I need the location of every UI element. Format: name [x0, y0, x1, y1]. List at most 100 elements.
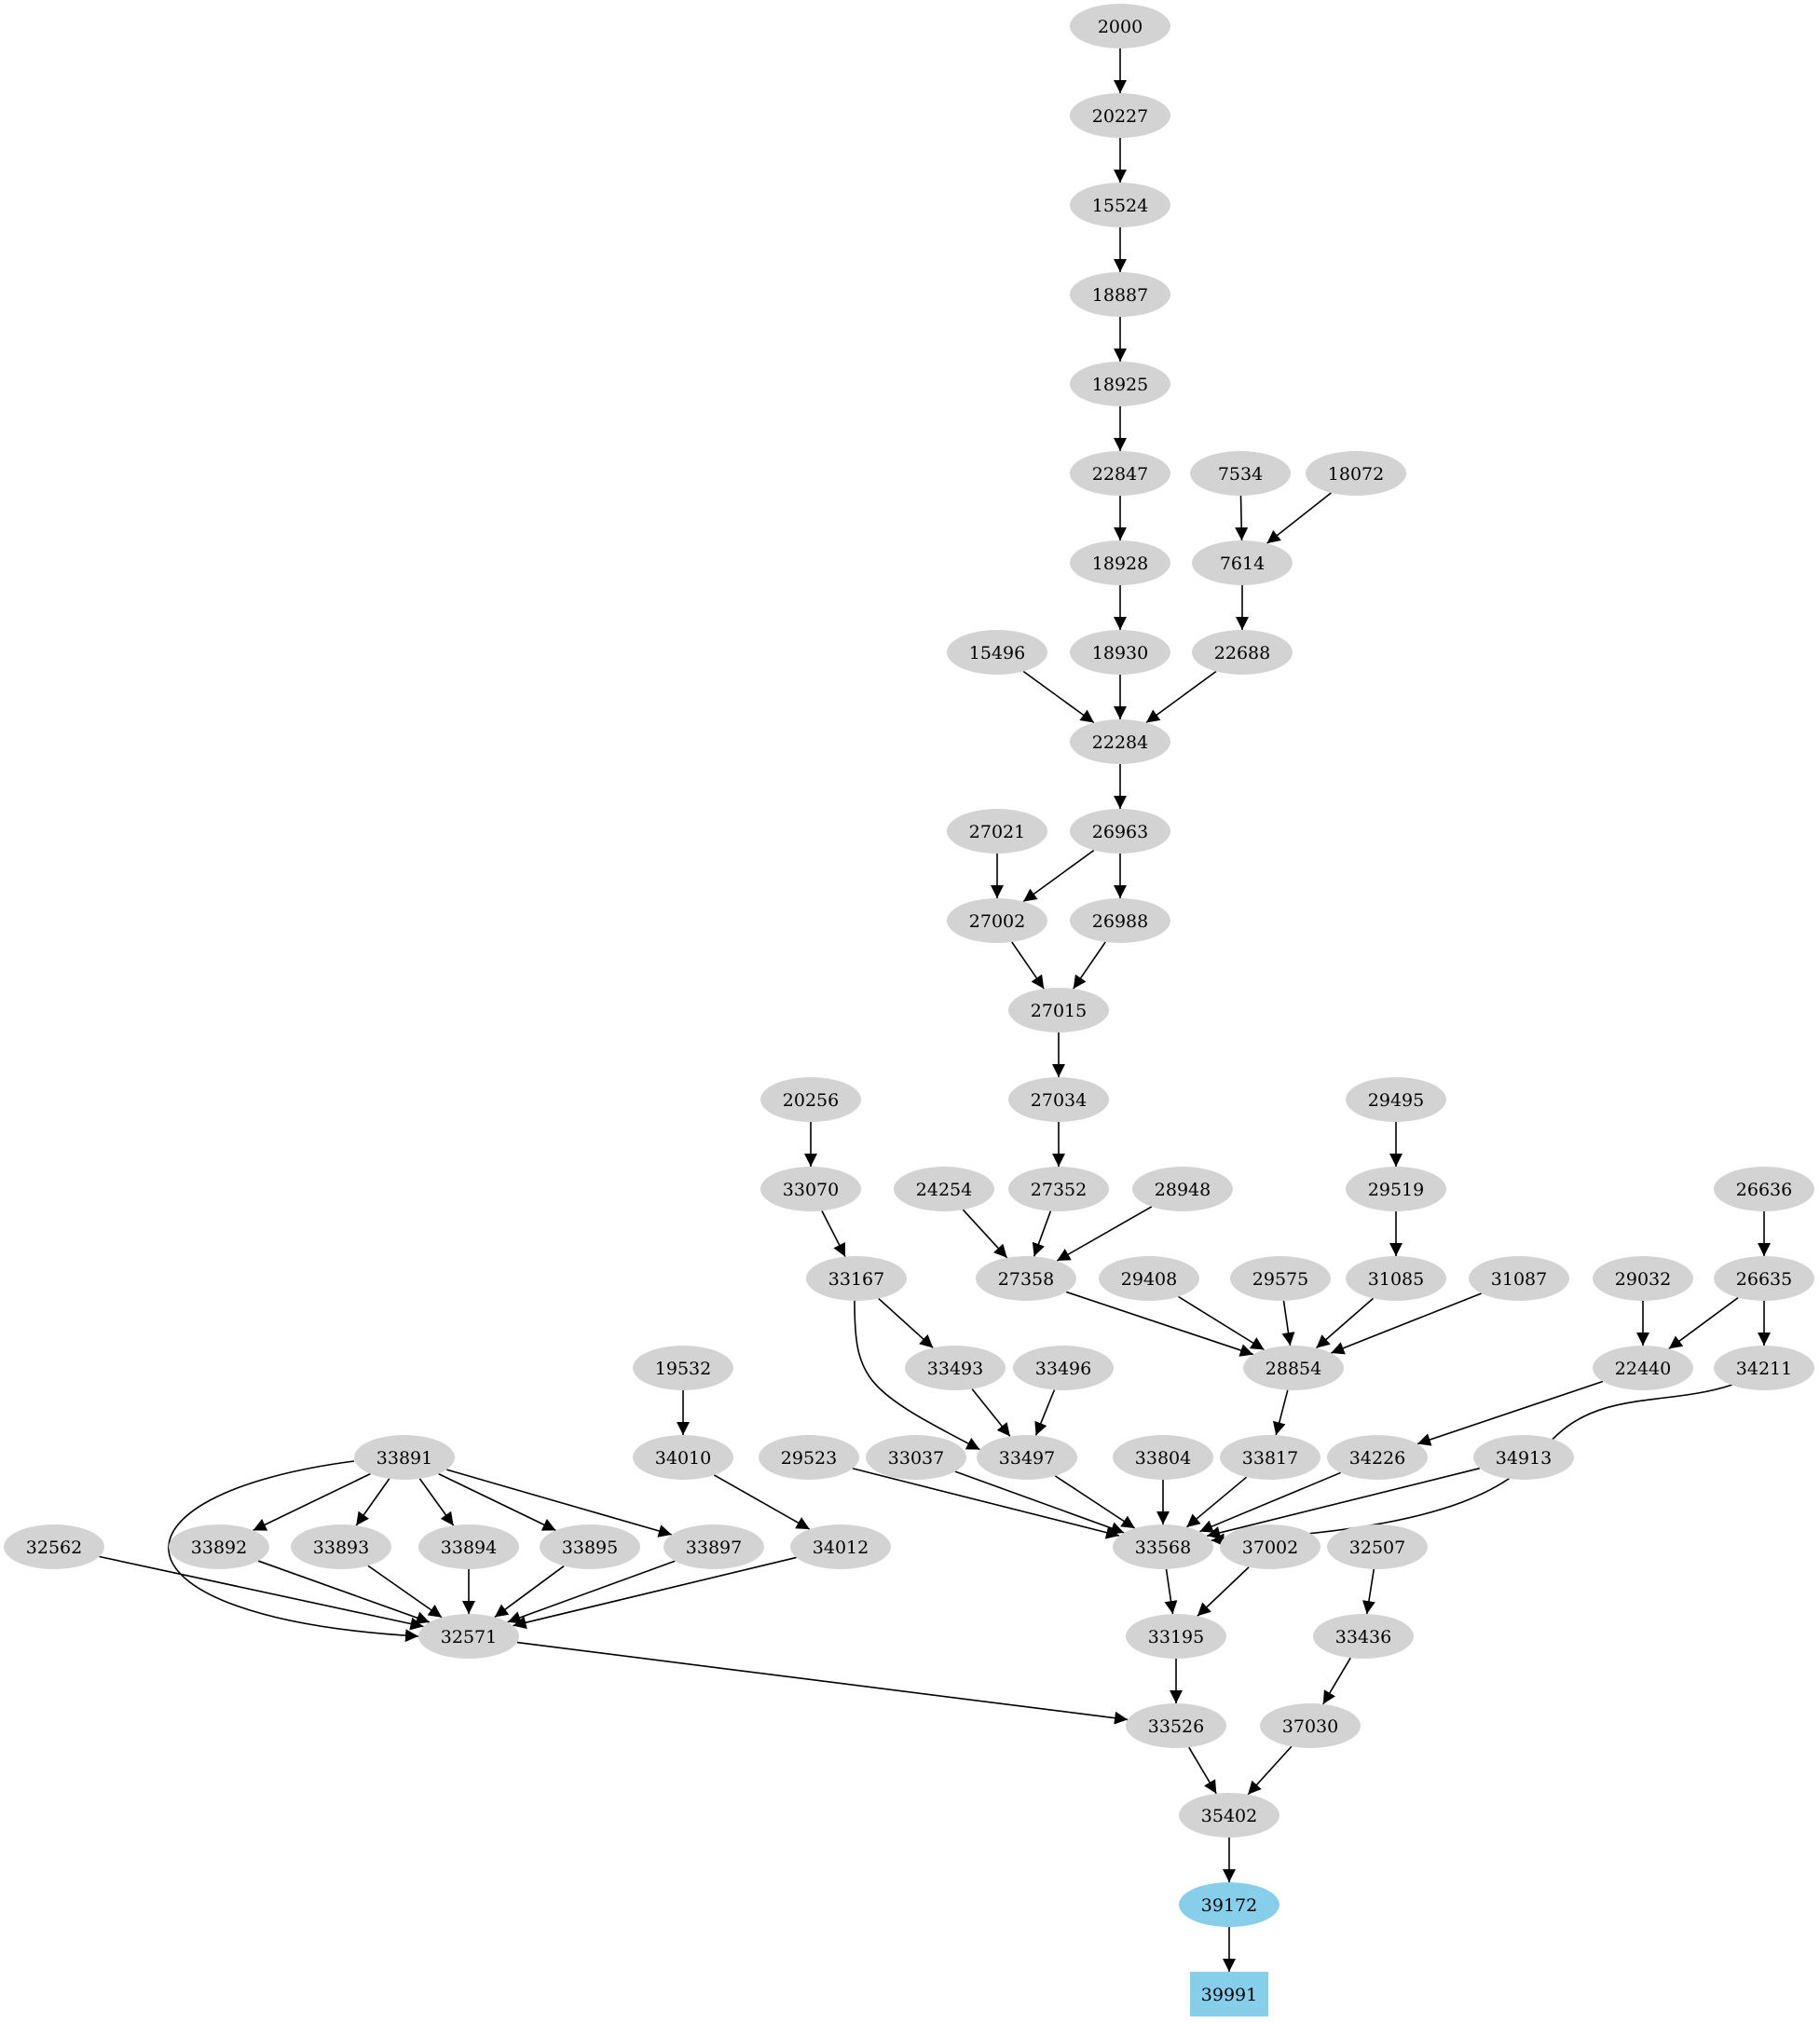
ellipse-node-shape — [4, 1524, 104, 1569]
ellipse-node-shape — [1070, 540, 1170, 585]
node-33893[interactable]: 33893 — [291, 1524, 391, 1569]
node-34913[interactable]: 34913 — [1473, 1435, 1574, 1480]
node-27034[interactable]: 27034 — [1008, 1077, 1109, 1122]
node-29495[interactable]: 29495 — [1346, 1077, 1446, 1122]
node-32562[interactable]: 32562 — [4, 1524, 104, 1569]
node-label: 29519 — [1368, 1180, 1424, 1200]
node-7534[interactable]: 7534 — [1190, 451, 1291, 496]
node-33037[interactable]: 33037 — [866, 1435, 966, 1480]
node-37002[interactable]: 37002 — [1220, 1524, 1321, 1569]
node-7614[interactable]: 7614 — [1192, 540, 1293, 585]
node-26963[interactable]: 26963 — [1070, 809, 1170, 854]
node-33804[interactable]: 33804 — [1113, 1435, 1213, 1480]
node-33891[interactable]: 33891 — [354, 1435, 455, 1480]
node-33070[interactable]: 33070 — [760, 1167, 861, 1211]
edge-32562-to-32571 — [99, 1555, 424, 1631]
ellipse-node-shape — [1008, 988, 1109, 1032]
node-27002[interactable]: 27002 — [947, 898, 1047, 943]
edge-33070-to-33167 — [821, 1210, 846, 1257]
node-33892[interactable]: 33892 — [169, 1524, 269, 1569]
node-2000[interactable]: 2000 — [1070, 4, 1170, 48]
node-20256[interactable]: 20256 — [760, 1077, 861, 1122]
node-29523[interactable]: 29523 — [759, 1435, 859, 1480]
node-label: 33496 — [1035, 1359, 1091, 1379]
node-37030[interactable]: 37030 — [1260, 1703, 1361, 1748]
node-15524[interactable]: 15524 — [1070, 183, 1170, 227]
node-20227[interactable]: 20227 — [1070, 93, 1170, 138]
node-29032[interactable]: 29032 — [1593, 1256, 1693, 1301]
edge-26963-to-27002 — [1022, 849, 1095, 903]
node-29575[interactable]: 29575 — [1230, 1256, 1331, 1301]
node-31085[interactable]: 31085 — [1346, 1256, 1446, 1301]
node-33167[interactable]: 33167 — [806, 1256, 907, 1301]
node-33817[interactable]: 33817 — [1220, 1435, 1321, 1480]
node-26635[interactable]: 26635 — [1714, 1256, 1814, 1301]
node-22440[interactable]: 22440 — [1593, 1346, 1693, 1390]
node-label: 22440 — [1615, 1359, 1671, 1379]
node-39172[interactable]: 39172 — [1179, 1882, 1279, 1927]
node-label: 29032 — [1615, 1269, 1671, 1290]
node-label: 27021 — [969, 822, 1025, 842]
node-33496[interactable]: 33496 — [1013, 1346, 1114, 1390]
node-33894[interactable]: 33894 — [418, 1524, 519, 1569]
node-27015[interactable]: 27015 — [1008, 988, 1109, 1032]
node-33493[interactable]: 33493 — [905, 1346, 1006, 1390]
node-24254[interactable]: 24254 — [894, 1167, 994, 1211]
node-label: 18928 — [1092, 554, 1148, 574]
node-19532[interactable]: 19532 — [633, 1346, 733, 1390]
ellipse-node-shape — [1179, 1793, 1279, 1838]
node-label: 19532 — [655, 1359, 711, 1379]
node-label: 35402 — [1201, 1806, 1257, 1826]
node-15496[interactable]: 15496 — [947, 630, 1047, 675]
node-18930[interactable]: 18930 — [1070, 630, 1170, 675]
node-22284[interactable]: 22284 — [1070, 719, 1170, 764]
node-32507[interactable]: 32507 — [1327, 1524, 1428, 1569]
node-28948[interactable]: 28948 — [1132, 1167, 1233, 1211]
node-28854[interactable]: 28854 — [1243, 1346, 1344, 1390]
node-39991[interactable]: 39991 — [1190, 1972, 1268, 2016]
node-33436[interactable]: 33436 — [1313, 1614, 1414, 1659]
node-22688[interactable]: 22688 — [1192, 630, 1293, 675]
node-27352[interactable]: 27352 — [1008, 1167, 1109, 1211]
ellipse-node-shape — [1220, 1524, 1321, 1569]
node-34211[interactable]: 34211 — [1714, 1346, 1814, 1390]
node-34226[interactable]: 34226 — [1327, 1435, 1428, 1480]
node-18925[interactable]: 18925 — [1070, 362, 1170, 406]
edge-7534-to-7614 — [1235, 495, 1249, 541]
ellipse-node-shape — [1230, 1256, 1331, 1301]
node-label: 37030 — [1282, 1716, 1338, 1737]
node-label: 22688 — [1214, 643, 1270, 663]
node-33497[interactable]: 33497 — [977, 1435, 1077, 1480]
node-26988[interactable]: 26988 — [1070, 898, 1170, 943]
node-33895[interactable]: 33895 — [540, 1524, 640, 1569]
node-33195[interactable]: 33195 — [1126, 1614, 1226, 1659]
node-35402[interactable]: 35402 — [1179, 1793, 1279, 1838]
edge-33526-to-35402 — [1188, 1746, 1217, 1795]
node-layer: 2000 20227 15524 18887 18925 22847 7534 18072 18… — [4, 4, 1814, 2016]
node-33526[interactable]: 33526 — [1126, 1703, 1226, 1748]
node-27358[interactable]: 27358 — [976, 1256, 1076, 1301]
node-18887[interactable]: 18887 — [1070, 272, 1170, 317]
edge-33891-to-33894 — [418, 1478, 455, 1526]
node-18928[interactable]: 18928 — [1070, 540, 1170, 585]
ellipse-node-shape — [947, 809, 1047, 854]
node-18072[interactable]: 18072 — [1306, 451, 1406, 496]
node-29519[interactable]: 29519 — [1346, 1167, 1446, 1211]
edge-33496-to-33497 — [1034, 1389, 1056, 1436]
node-32571[interactable]: 32571 — [418, 1614, 519, 1659]
edge-33037-to-33568 — [954, 1470, 1125, 1535]
node-33897[interactable]: 33897 — [664, 1524, 764, 1569]
node-33568[interactable]: 33568 — [1113, 1524, 1213, 1569]
node-34012[interactable]: 34012 — [790, 1524, 891, 1569]
node-34010[interactable]: 34010 — [633, 1435, 733, 1480]
node-22847[interactable]: 22847 — [1070, 451, 1170, 496]
node-31087[interactable]: 31087 — [1469, 1256, 1569, 1301]
node-label: 33817 — [1242, 1448, 1298, 1469]
ellipse-node-shape — [1593, 1256, 1693, 1301]
edge-32571-to-33526 — [516, 1641, 1129, 1725]
node-29408[interactable]: 29408 — [1099, 1256, 1199, 1301]
node-26636[interactable]: 26636 — [1714, 1167, 1814, 1211]
node-27021[interactable]: 27021 — [947, 809, 1047, 854]
ellipse-node-shape — [1327, 1435, 1428, 1480]
ellipse-node-shape — [1113, 1435, 1213, 1480]
